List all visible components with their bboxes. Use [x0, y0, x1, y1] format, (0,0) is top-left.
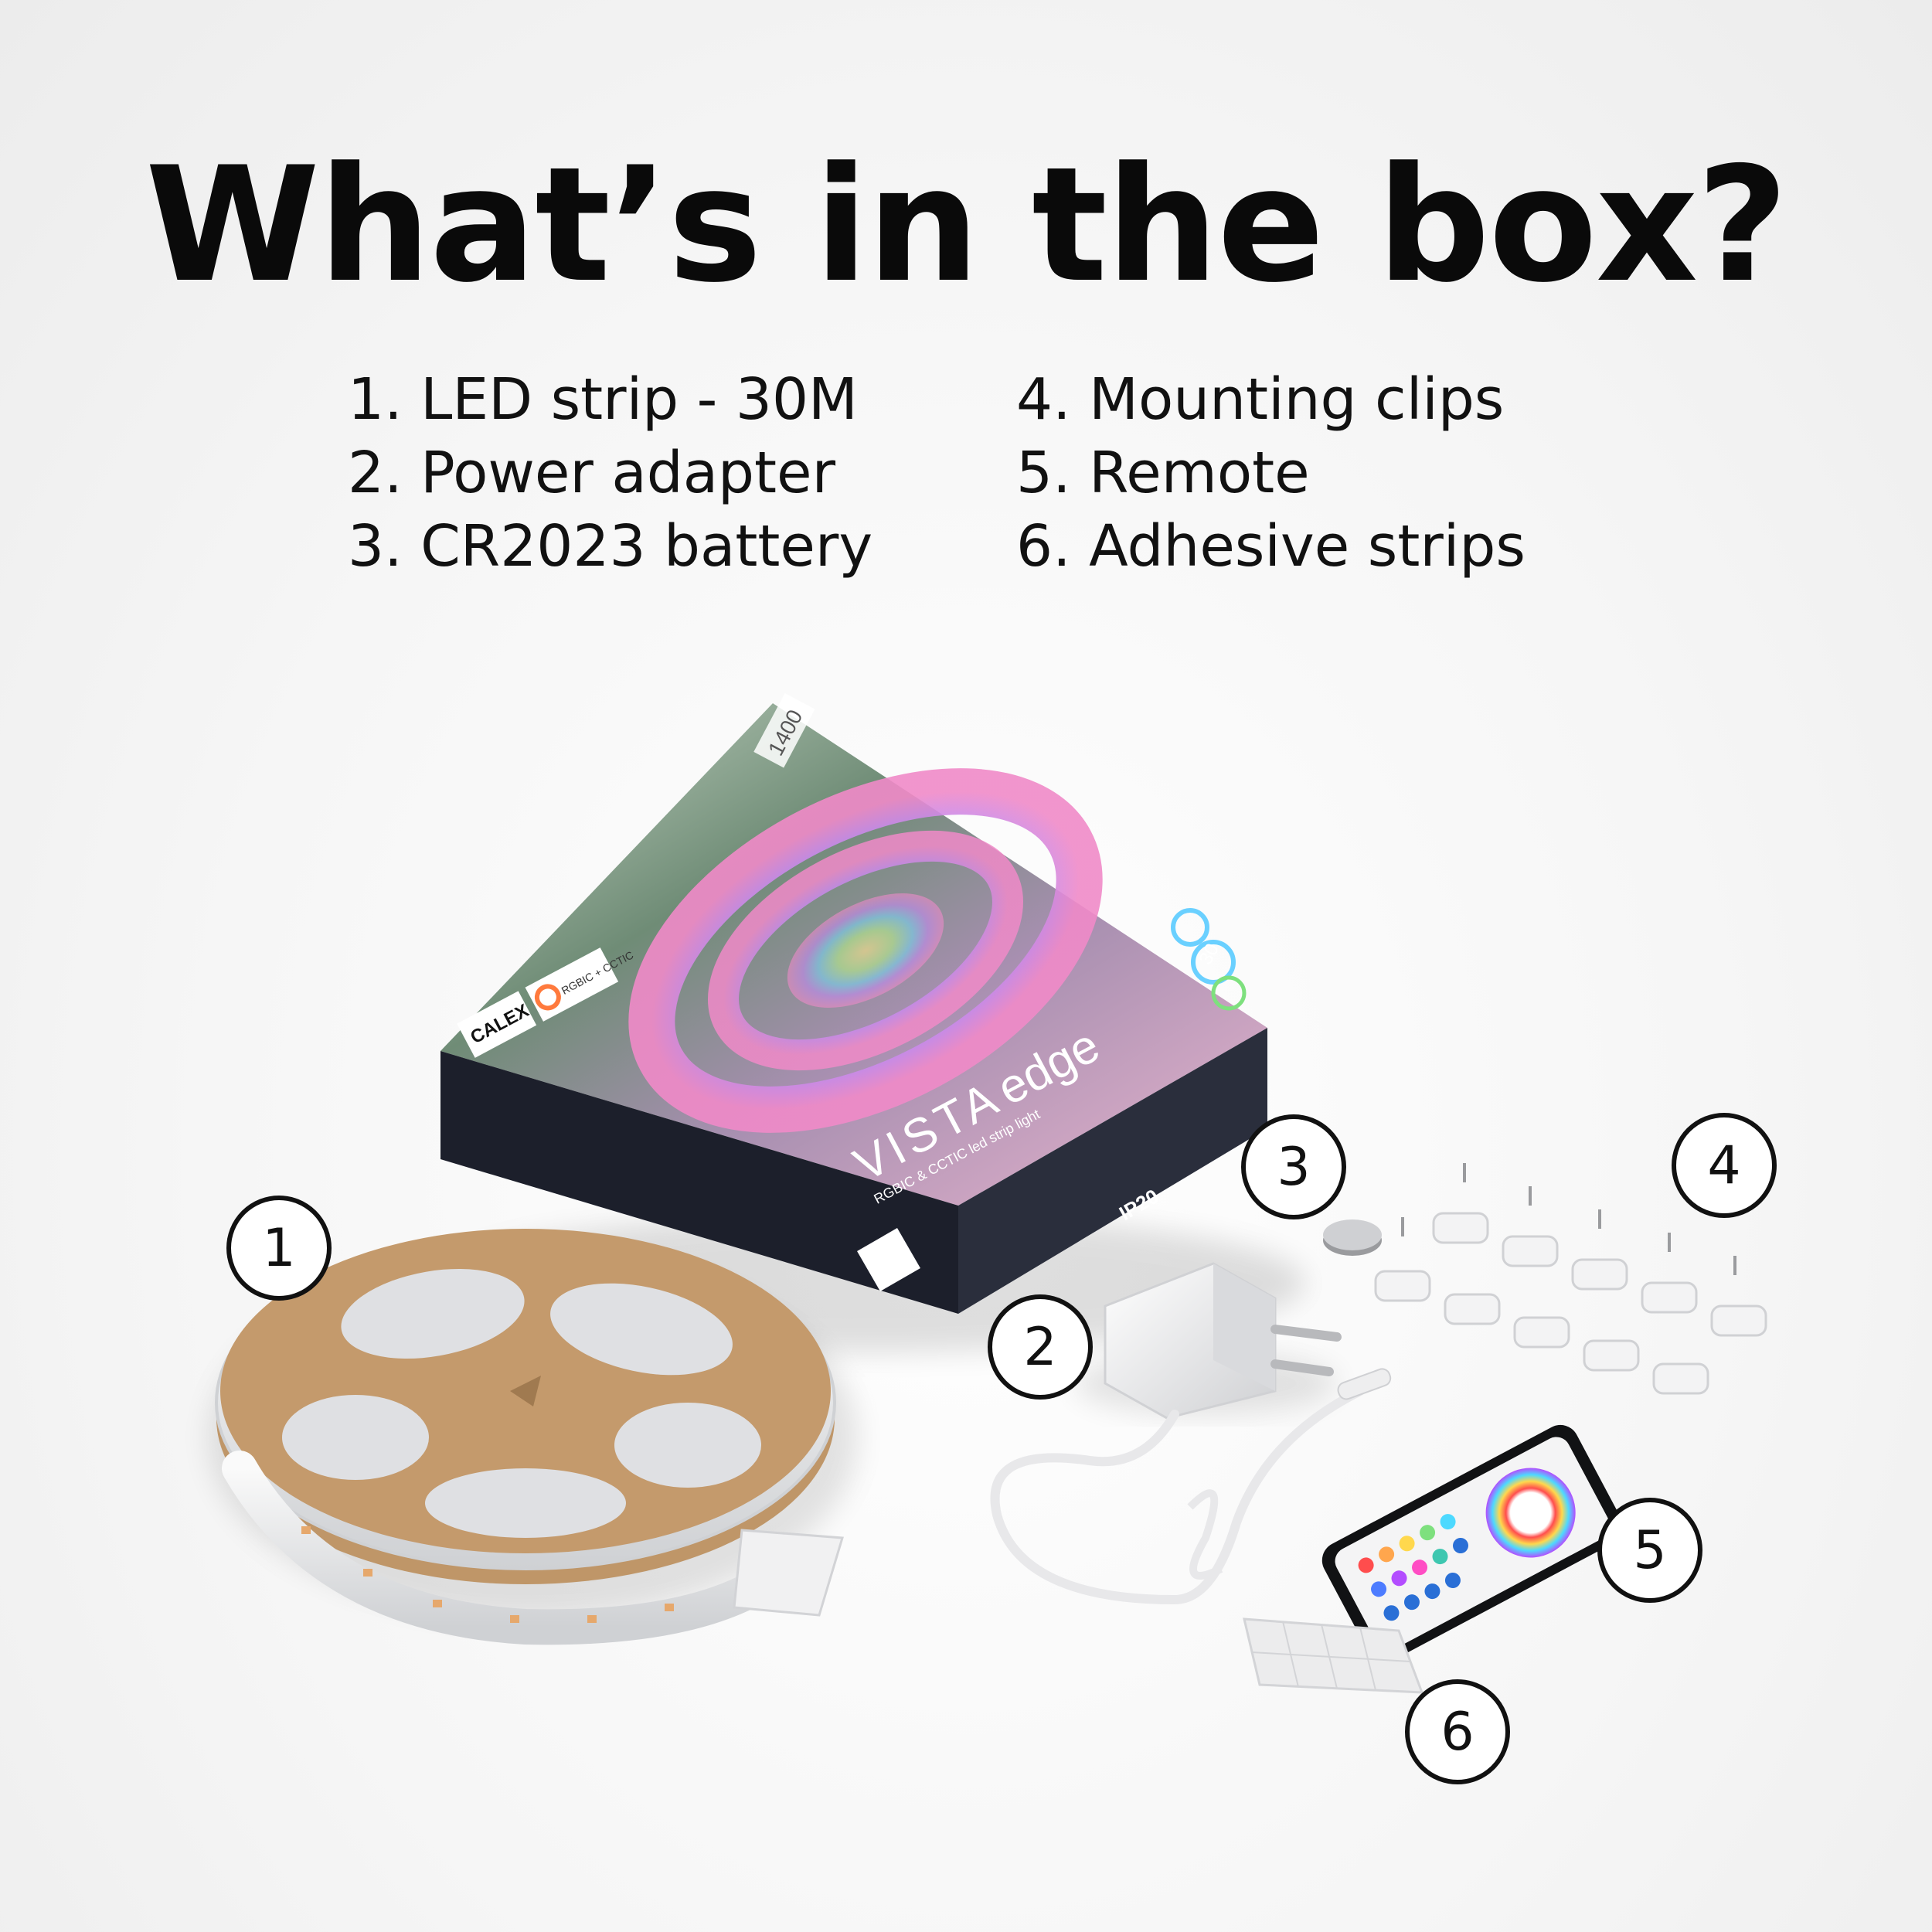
strip-connector	[733, 1529, 844, 1617]
product-box: CALEX RGBIC + CCTIC VISTA edge RGBIC & C…	[440, 692, 1267, 1314]
battery-top	[1323, 1219, 1382, 1250]
marker-4: 4	[1672, 1113, 1777, 1218]
feature-icon	[1171, 908, 1209, 947]
color-wheel-icon	[1485, 1468, 1576, 1558]
clip	[1432, 1212, 1489, 1244]
contents-list-left: 1. LED strip - 30M 2. Power adapter 3. C…	[348, 363, 872, 583]
feature-badge-bg	[525, 947, 619, 1022]
clip	[1374, 1270, 1431, 1302]
box-strip-art	[787, 893, 944, 1008]
list-item: 5. Remote	[1016, 440, 1310, 506]
adapter-cable	[990, 1386, 1365, 1605]
remote-control	[1321, 1424, 1624, 1662]
box-side-front	[440, 1051, 958, 1314]
remote-face	[1335, 1437, 1611, 1651]
adapter-pin	[1270, 1359, 1334, 1376]
clip-screws	[1401, 1163, 1736, 1275]
clip	[1571, 1258, 1628, 1291]
feature-icon	[1211, 975, 1247, 1011]
mounting-clips	[1374, 1212, 1767, 1395]
reel-center-mark	[510, 1376, 541, 1406]
contents-list-right: 4. Mounting clips 5. Remote 6. Adhesive …	[1016, 363, 1526, 583]
adhesive-sheet	[1243, 1617, 1424, 1694]
adapter-cable-loop	[1187, 1489, 1223, 1580]
led-strip-reel	[209, 1229, 858, 1645]
marker-1: 1	[226, 1196, 332, 1301]
box-side-right	[958, 1028, 1267, 1314]
adhesive-strips	[1243, 1617, 1424, 1694]
adapter-side	[1213, 1264, 1275, 1391]
feature-icon	[1191, 940, 1236, 985]
strip-leds	[301, 1526, 674, 1623]
reel-cutout	[550, 1283, 733, 1376]
list-item: 1. LED strip - 30M	[348, 366, 858, 433]
battery	[1323, 1219, 1382, 1256]
list-item: 6. Adhesive strips	[1016, 513, 1526, 580]
clip	[1444, 1293, 1501, 1325]
marker-5: 5	[1597, 1498, 1702, 1603]
fsc-label	[857, 1228, 920, 1291]
list-item: 2. Power adapter	[348, 440, 835, 506]
clip	[1583, 1339, 1640, 1372]
marker-3: 3	[1241, 1114, 1346, 1219]
reel-cutout	[282, 1395, 429, 1480]
reel-cutout	[425, 1468, 626, 1538]
clip	[1641, 1281, 1698, 1314]
adapter-pin	[1270, 1325, 1342, 1342]
list-item: 3. CR2023 battery	[348, 513, 873, 580]
page-title: What’s in the box?	[145, 134, 1788, 318]
remote-buttons	[1358, 1514, 1468, 1621]
clip	[1710, 1304, 1767, 1337]
box-strip-art	[708, 830, 1023, 1071]
color-ring-icon	[534, 984, 561, 1011]
list-item: 4. Mounting clips	[1016, 366, 1505, 433]
marker-6: 6	[1405, 1679, 1510, 1784]
strip-tail	[222, 1451, 791, 1645]
marker-2: 2	[988, 1294, 1093, 1400]
lumen-badge-bg	[753, 692, 815, 768]
clip	[1652, 1362, 1709, 1395]
brand-label-bg	[457, 991, 537, 1058]
dc-plug	[1337, 1368, 1392, 1400]
reel-cutout	[341, 1268, 525, 1359]
reel-cutout	[614, 1403, 761, 1488]
box-strip-art	[628, 768, 1103, 1133]
power-adapter	[990, 1262, 1392, 1605]
clip	[1502, 1235, 1559, 1267]
clip	[1513, 1316, 1570, 1349]
